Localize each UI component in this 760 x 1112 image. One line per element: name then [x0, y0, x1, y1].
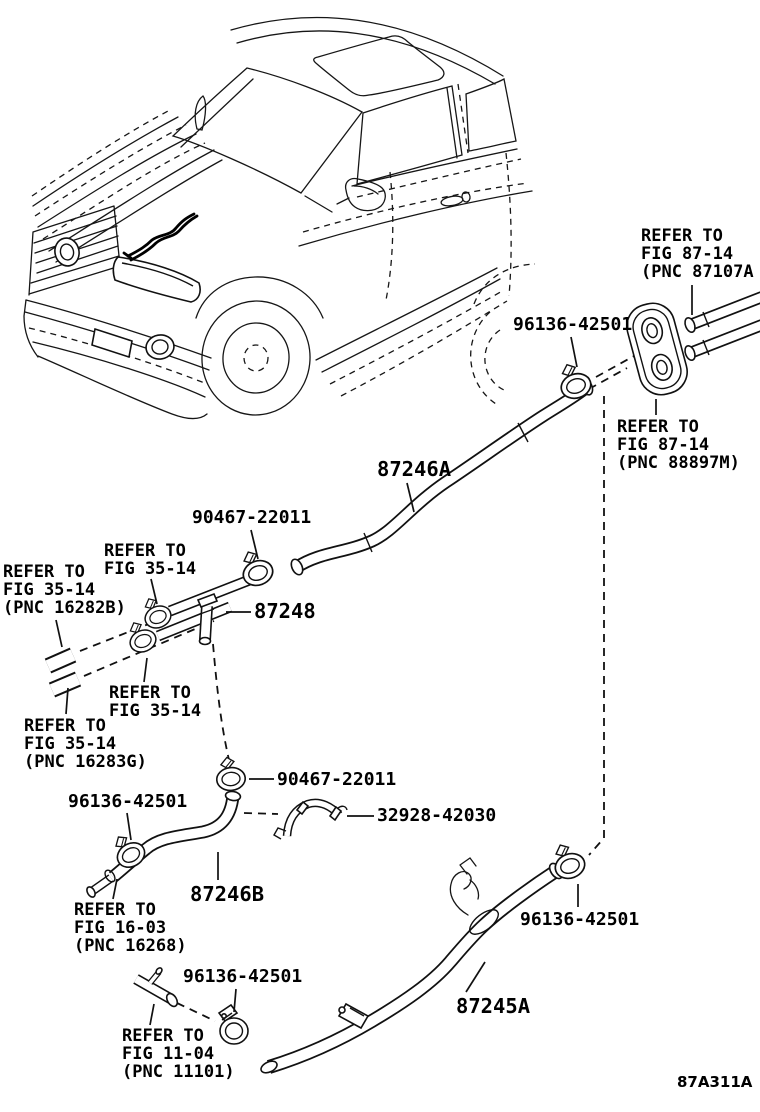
ref-line: (PNC 16268)	[74, 936, 187, 956]
hose-joint-tee-87248	[196, 592, 219, 646]
hose-routing-highlight	[122, 212, 199, 262]
hose-clamp-90467-lower	[213, 754, 248, 793]
ref-line: FIG 35-14	[3, 580, 96, 600]
part-label-clip-96136-top: 96136-42501	[513, 314, 633, 335]
part-label-hose-87246a: 87246A	[377, 457, 452, 481]
label-leader-lines	[55, 285, 693, 1026]
water-hose-87245a	[260, 857, 564, 1074]
ref-line: (PNC 16283G)	[24, 752, 147, 772]
ref-label-fig11-04-11101: REFER TO FIG 11-04 (PNC 11101)	[122, 1027, 235, 1081]
figure-code: 87A311A	[677, 1073, 753, 1091]
ref-line: FIG 35-14	[104, 559, 197, 579]
ref-label-fig87-14-88897m: REFER TO FIG 87-14 (PNC 88897M)	[617, 418, 740, 472]
ref-label-fig35-14-upper: REFER TO FIG 35-14	[104, 542, 196, 578]
ref-line: FIG 16-03	[74, 918, 167, 938]
part-label-clip-32928: 32928-42030	[377, 805, 497, 826]
ref-line: FIG 35-14	[24, 734, 117, 754]
hose-clip-96136-top	[553, 358, 595, 403]
ref-line: (PNC 16282B)	[3, 598, 126, 618]
ref-line: REFER TO	[109, 683, 191, 703]
vehicle-outline-drawing	[23, 16, 536, 420]
ref-line: REFER TO	[617, 417, 699, 437]
ref-line: FIG 87-14	[641, 244, 734, 264]
water-hose-87246a	[290, 378, 594, 576]
part-label-clamp-90467-lower: 90467-22011	[277, 769, 397, 790]
hose-wire-bracket	[449, 857, 480, 916]
part-label-joint-87248: 87248	[254, 599, 316, 623]
ref-label-fig87-14-87107a: REFER TO FIG 87-14 (PNC 87107A	[641, 227, 754, 281]
part-label-clip-96136-mid: 96136-42501	[68, 791, 188, 812]
part-label-hose-87245a: 87245A	[456, 994, 531, 1018]
hose-mid-bracket	[337, 1002, 370, 1030]
ref-line: REFER TO	[104, 541, 186, 561]
ref-line: FIG 35-14	[109, 701, 202, 721]
ref-line: REFER TO	[24, 716, 106, 736]
ref-line: (PNC 88897M)	[617, 453, 740, 473]
ref-line: REFER TO	[641, 226, 723, 246]
ref-line: REFER TO	[3, 562, 85, 582]
heater-pipes-87107a	[684, 291, 760, 361]
ref-line: REFER TO	[74, 900, 156, 920]
ref-line: REFER TO	[122, 1026, 204, 1046]
hose-clip-96136-mid	[106, 828, 150, 873]
ref-line: FIG 87-14	[617, 435, 710, 455]
ref-label-fig35-14-lower: REFER TO FIG 35-14	[109, 684, 201, 720]
ref-line: FIG 11-04	[122, 1044, 215, 1064]
hose-clip-96136-bottom-left	[217, 1003, 249, 1045]
ref-label-fig35-14-16283g: REFER TO FIG 35-14 (PNC 16283G)	[24, 717, 147, 771]
part-label-hose-87246b: 87246B	[190, 882, 265, 906]
bypass-hose-clip-32928	[273, 798, 348, 840]
part-label-clamp-90467-upper: 90467-22011	[192, 507, 312, 528]
part-label-clip-96136-bottom-left: 96136-42501	[183, 966, 303, 987]
ref-label-fig35-14-16282b: REFER TO FIG 35-14 (PNC 16282B)	[3, 563, 126, 617]
part-label-clip-96136-right: 96136-42501	[520, 909, 640, 930]
ref-line: (PNC 87107A	[641, 262, 754, 282]
firewall-grommet-88897m	[626, 302, 688, 396]
ref-line: (PNC 11101)	[122, 1062, 235, 1082]
engine-water-pipe-11101	[133, 967, 179, 1008]
ref-label-fig16-03-16268: REFER TO FIG 16-03 (PNC 16268)	[74, 901, 187, 955]
